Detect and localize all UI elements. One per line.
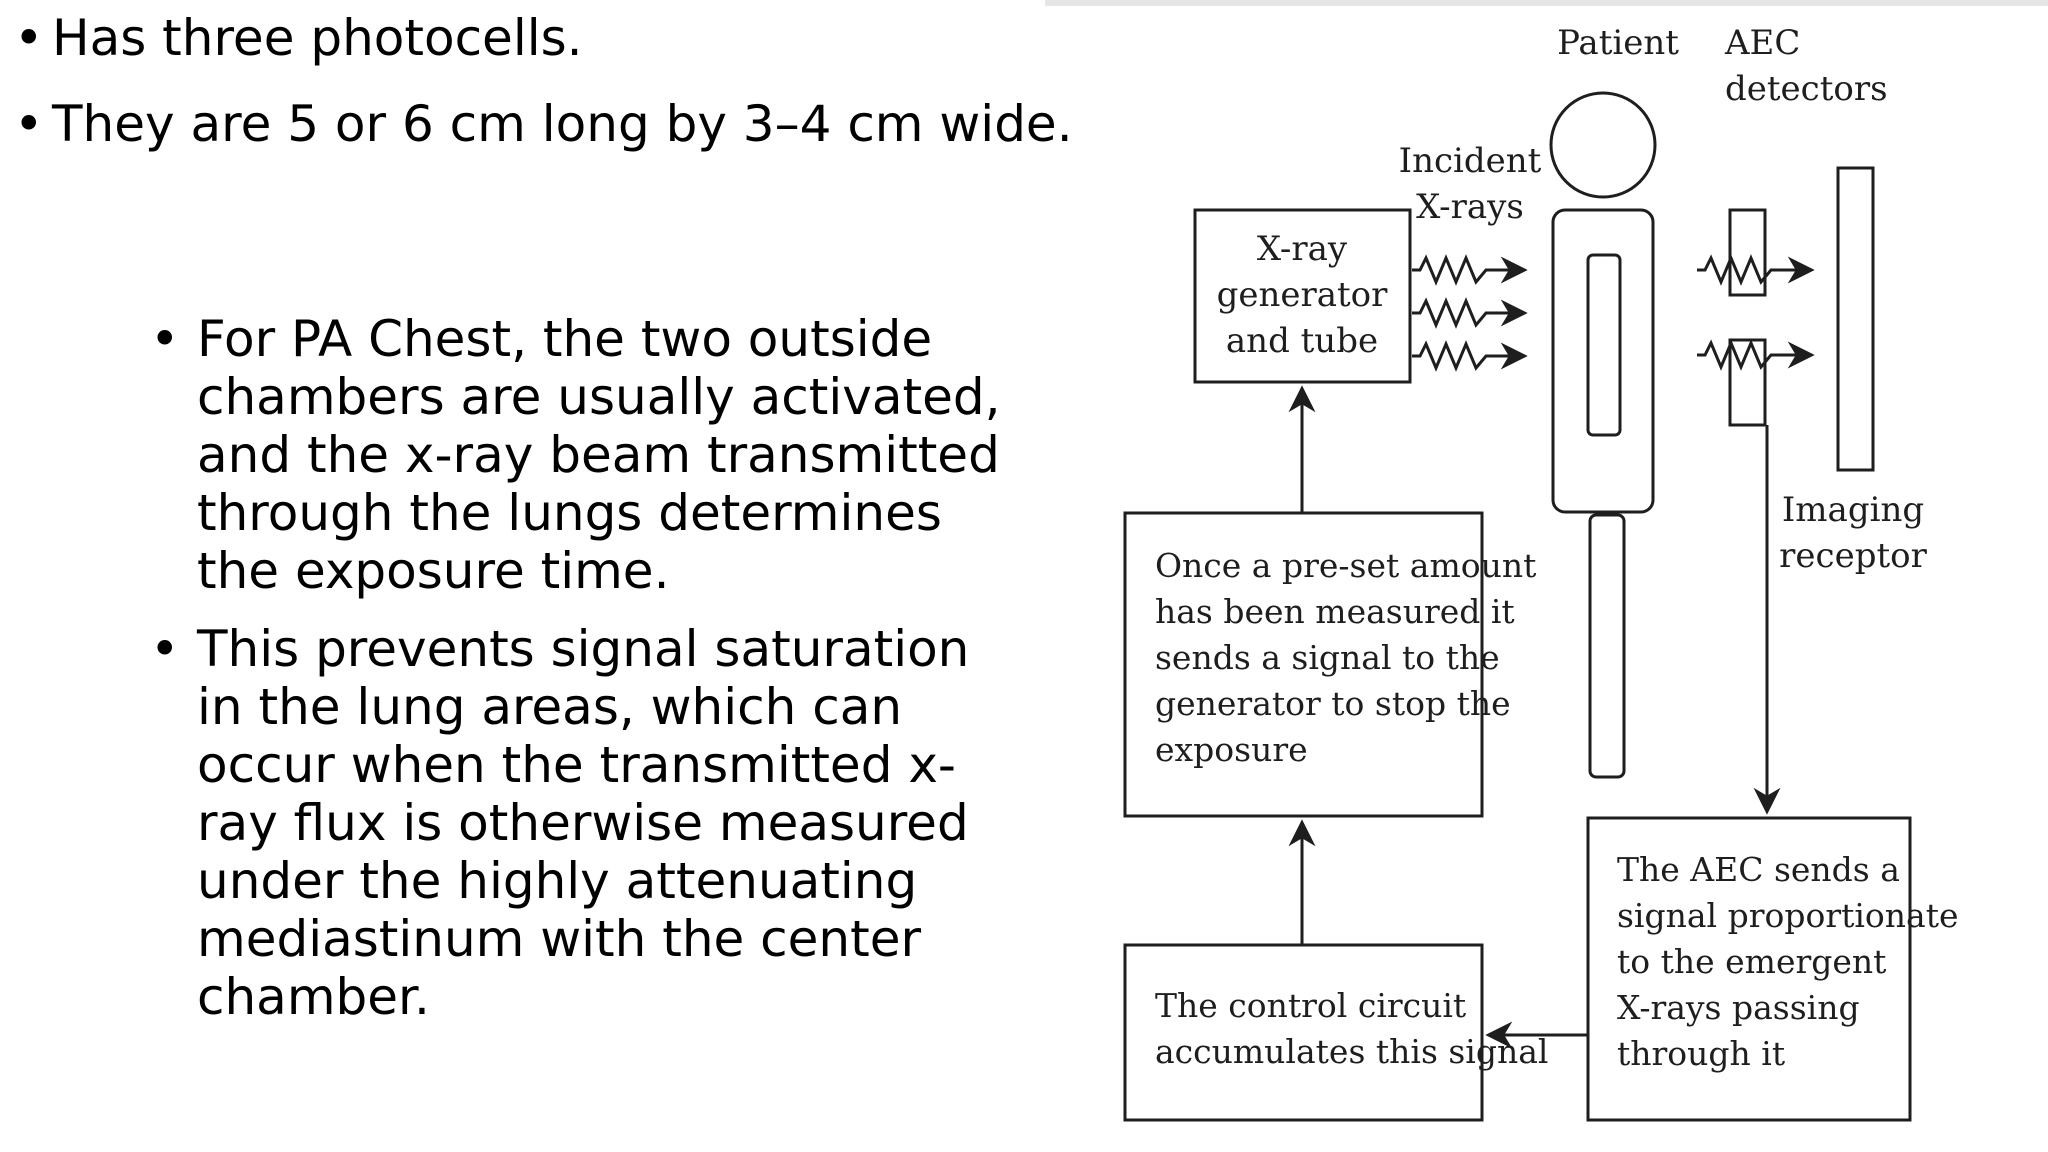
preset-amount-box: Once a pre-set amount has been measured …	[1123, 511, 1536, 818]
bullet-marker: •	[150, 620, 180, 678]
sub-bullet-list: • For PA Chest, the two outside chambers…	[150, 310, 1030, 1046]
sub-bullet-item: • This prevents signal saturation in the…	[150, 620, 1030, 1026]
patient-label: Patient	[1557, 23, 1679, 63]
control-text: accumulates this signal	[1155, 1032, 1548, 1071]
aec-detector	[1728, 208, 1767, 297]
sub-bullet-text: This prevents signal saturation in the l…	[197, 620, 970, 1026]
imaging-receptor-label-2: receptor	[1779, 536, 1927, 576]
patient-inner	[1586, 253, 1622, 437]
aec-sends-box: The AEC sends a signal proportionate to …	[1586, 816, 1959, 1122]
imaging-receptor	[1836, 166, 1875, 472]
generator-text: and tube	[1226, 321, 1378, 361]
sub-bullet-text: For PA Chest, the two outside chambers a…	[197, 310, 1001, 600]
diagram-top-edge	[1045, 0, 2048, 6]
aec-sends-text: through it	[1617, 1034, 1785, 1073]
incident-label-2: X-rays	[1416, 187, 1524, 227]
bullet-text: They are 5 or 6 cm long by 3–4 cm wide.	[52, 95, 1073, 153]
preset-text: exposure	[1155, 730, 1308, 769]
preset-text: Once a pre-set amount	[1155, 546, 1536, 585]
aec-diagram: Patient AEC detectors Incident X-rays Im…	[1045, 0, 2048, 1122]
emergent-xray-arrows	[1697, 254, 1815, 371]
bullet-text: Has three photocells.	[52, 9, 583, 67]
patient-head	[1549, 91, 1657, 199]
aec-sends-text: to the emergent	[1617, 942, 1886, 981]
patient-legs	[1588, 513, 1626, 779]
aec-detector	[1728, 338, 1767, 427]
incident-xray-arrows	[1412, 254, 1528, 372]
bullet-marker: •	[14, 95, 44, 153]
aec-sends-text: X-rays passing	[1617, 988, 1860, 1027]
flow-arrows	[1288, 385, 1781, 1049]
preset-text: generator to stop the	[1155, 684, 1511, 723]
preset-text: sends a signal to the	[1155, 638, 1500, 677]
incident-label: Incident	[1399, 141, 1542, 181]
xray-generator-box: X-ray generator and tube	[1193, 208, 1412, 384]
aec-label: AEC	[1724, 23, 1800, 63]
sub-bullet-item: • For PA Chest, the two outside chambers…	[150, 310, 1030, 600]
imaging-receptor-label: Imaging	[1782, 490, 1924, 530]
bullet-marker: •	[150, 310, 180, 368]
control-text: The control circuit	[1155, 986, 1466, 1025]
bullet-item: • Has three photocells.	[0, 8, 600, 68]
aec-sends-text: The AEC sends a	[1617, 850, 1900, 889]
control-circuit-box: The control circuit accumulates this sig…	[1123, 943, 1548, 1122]
patient-torso	[1551, 208, 1655, 514]
generator-text: X-ray	[1257, 229, 1348, 269]
bullet-marker: •	[14, 9, 44, 67]
generator-text: generator	[1217, 275, 1389, 315]
bullet-item: • They are 5 or 6 cm long by 3–4 cm wide…	[0, 94, 1073, 154]
patient-figure	[1549, 91, 1657, 779]
aec-label-2: detectors	[1725, 69, 1888, 109]
aec-detectors	[1728, 208, 1767, 427]
preset-text: has been measured it	[1155, 592, 1515, 631]
aec-sends-text: signal proportionate	[1617, 896, 1959, 935]
